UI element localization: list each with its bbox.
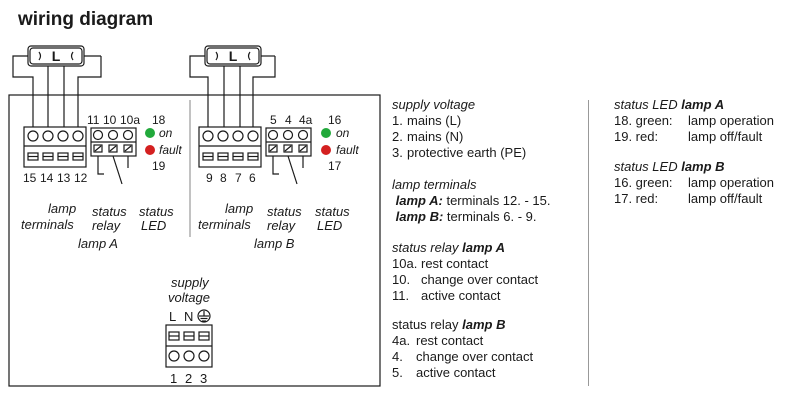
legend-item: 2.mains (N) (392, 129, 464, 144)
enclosure-frame (8, 94, 381, 387)
lamp-a-lamp-terminals-label: terminals (21, 217, 74, 232)
lamp-b-led-fault-label: fault (336, 143, 359, 157)
supply-terminal-label: 1 (170, 371, 177, 386)
legend-item: lamp A: terminals 12. - 15. (395, 193, 551, 208)
lamp-b-relay-terminal-label: 5 (270, 113, 277, 127)
lamp-a-terminal-label: 15 (23, 171, 37, 185)
supply-n-label: N (184, 309, 193, 324)
lamp-b-status-led-label: LED (317, 218, 342, 233)
lamp-a-led-number: 19 (152, 159, 166, 173)
legend-item: 1.mains (L) (392, 113, 462, 128)
lamp-b-status-relay-label: relay (267, 218, 297, 233)
led-a-fault-icon (145, 145, 155, 155)
supply-l-label: L (169, 309, 176, 324)
lamp-terminals-heading: lamp terminals (392, 177, 477, 192)
lamp-b-relay-terminal-label: 4 (285, 113, 292, 127)
lamp-b-lamp-terminals-label: lamp (225, 201, 253, 216)
led-b-on-icon (321, 128, 331, 138)
supply-terminal-label: 3 (200, 371, 207, 386)
lamp-a-led-fault-label: fault (159, 143, 182, 157)
supply-terminal-label: 2 (185, 371, 192, 386)
lamp-b-terminal-block (198, 126, 262, 168)
led-a-heading: status LED lamp A (614, 97, 725, 112)
lamp-a-status-relay-label: relay (92, 218, 122, 233)
lamp-b-relay-block (265, 127, 312, 185)
earth-icon (197, 309, 211, 323)
lamp-a-terminal-block (23, 126, 87, 168)
supply-label: voltage (168, 290, 210, 305)
lamp-a-leads (12, 55, 102, 127)
lamp-b-led-number: 16 (328, 113, 342, 127)
lamp-b-terminal-label: 8 (220, 171, 227, 185)
diagram-title: wiring diagram (18, 9, 154, 30)
lamp-b-status-led (321, 128, 331, 155)
lamp-a-status-led-label: LED (141, 218, 166, 233)
legend-item: 4a.rest contact (392, 333, 484, 348)
legend-item: 10a.rest contact (392, 256, 489, 271)
lamp-b-leads (189, 55, 276, 127)
legend-item: 3.protective earth (PE) (392, 145, 527, 160)
legend-right: status LED lamp A 18. green:lamp operati… (614, 97, 774, 207)
lamp-b-lamp-terminals-label: terminals (198, 217, 251, 232)
lamp-a-relay-terminal-label: 10 (103, 113, 117, 127)
lamp-b-symbol: L (204, 45, 275, 67)
supply-terminal-block (165, 324, 213, 368)
lamp-a-relay-block (90, 127, 137, 185)
legend-middle: supply voltage 1.mains (L) 2.mains (N) 3… (392, 97, 551, 381)
legend-item: lamp B: terminals 6. - 9. (395, 209, 537, 224)
lamp-b-relay-terminal-label: 4a (299, 113, 313, 127)
lamp-a-terminal-label: 14 (40, 171, 54, 185)
lamp-b-led-number: 17 (328, 159, 342, 173)
legend-item: 16. green:lamp operation (614, 175, 774, 190)
legend-item: 11.active contact (392, 288, 501, 303)
lamp-a-status-led (145, 128, 155, 155)
supply-voltage-heading: supply voltage (392, 97, 476, 112)
lamp-b-terminal-label: 7 (235, 171, 242, 185)
lamp-b-caption: lamp B (254, 236, 295, 251)
lamp-a-led-number: 18 (152, 113, 166, 127)
lamp-a-lamp-terminals-label: lamp (48, 201, 76, 216)
supply-label: supply (171, 275, 210, 290)
legend-item: 5.active contact (392, 365, 496, 380)
led-a-on-icon (145, 128, 155, 138)
lamp-a-terminal-label: 12 (74, 171, 88, 185)
lamp-a-led-on-label: on (159, 126, 173, 140)
legend-item: 17. red:lamp off/fault (614, 191, 763, 206)
lamp-a-status-led-label: status (139, 204, 174, 219)
lamp-a-symbol-label: L (52, 48, 61, 64)
lamp-b-status-relay-label: status (267, 204, 302, 219)
legend-item: 10.change over contact (392, 272, 539, 287)
led-b-fault-icon (321, 145, 331, 155)
legend-item: 19. red:lamp off/fault (614, 129, 763, 144)
lamp-a-symbol: L (27, 45, 101, 67)
lamp-a-terminal-label: 13 (57, 171, 71, 185)
led-b-heading: status LED lamp B (614, 159, 725, 174)
legend-divider (588, 100, 589, 386)
lamp-b-terminal-label: 9 (206, 171, 213, 185)
lamp-a-relay-terminal-label: 11 (87, 113, 100, 127)
lamp-b-terminal-label: 6 (249, 171, 256, 185)
lamp-b-status-led-label: status (315, 204, 350, 219)
lamp-a-caption: lamp A (78, 236, 118, 251)
lamp-b-led-on-label: on (336, 126, 350, 140)
lamp-a-status-relay-label: status (92, 204, 127, 219)
legend-item: 18. green:lamp operation (614, 113, 774, 128)
lamp-b-symbol-label: L (229, 48, 238, 64)
legend-item: 4.change over contact (392, 349, 534, 364)
relay-b-heading: status relay lamp B (392, 317, 506, 332)
lamp-a-relay-terminal-label: 10a (120, 113, 140, 127)
relay-a-heading: status relay lamp A (392, 240, 505, 255)
